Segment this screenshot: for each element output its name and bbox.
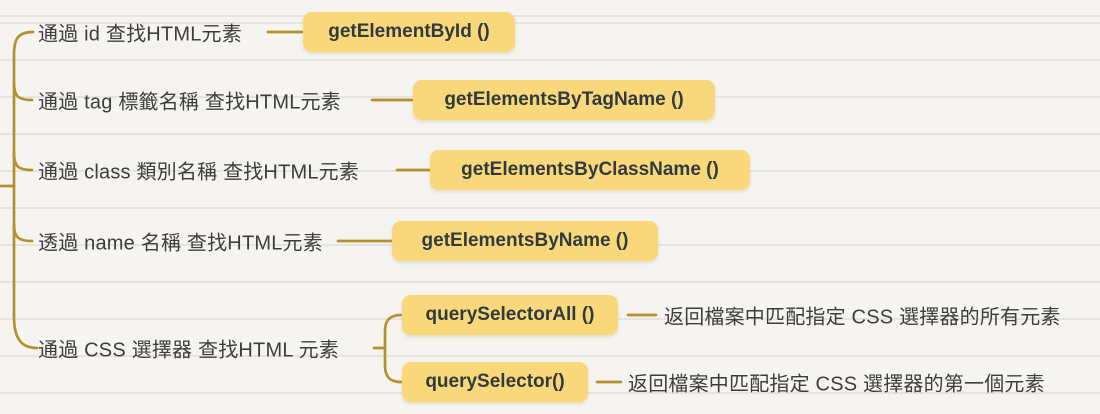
topic-getelementsbyname[interactable]: getElementsByName ()	[392, 221, 658, 261]
note-queryselectorall[interactable]: 返回檔案中匹配指定 CSS 選擇器的所有元素	[664, 306, 1061, 329]
topic-queryselectorall[interactable]: querySelectorAll ()	[402, 295, 618, 335]
topic-getelementbyid[interactable]: getElementById ()	[303, 12, 515, 52]
row5-bracket	[383, 313, 403, 384]
topic-getelementsbyclassname[interactable]: getElementsByClassName ()	[430, 150, 750, 190]
branch-label-class[interactable]: 通過 class 類別名稱 查找HTML元素	[38, 161, 360, 184]
topic-queryselector[interactable]: querySelector()	[402, 362, 588, 402]
branch-label-id[interactable]: 通過 id 查找HTML元素	[38, 23, 242, 46]
branch-curve-2	[12, 81, 34, 102]
branch-label-tag[interactable]: 通過 tag 標籤名稱 查找HTML元素	[38, 91, 341, 114]
branch-label-name[interactable]: 透過 name 名稱 查找HTML元素	[38, 232, 323, 255]
branch-label-css-selector[interactable]: 通過 CSS 選擇器 查找HTML 元素	[38, 339, 340, 362]
trunk-line	[12, 30, 39, 350]
note-queryselector[interactable]: 返回檔案中匹配指定 CSS 選擇器的第一個元素	[628, 373, 1045, 396]
topic-getelementsbytagname[interactable]: getElementsByTagName ()	[413, 80, 715, 120]
branch-curve-3	[12, 151, 34, 172]
branch-curve-4	[12, 222, 34, 243]
